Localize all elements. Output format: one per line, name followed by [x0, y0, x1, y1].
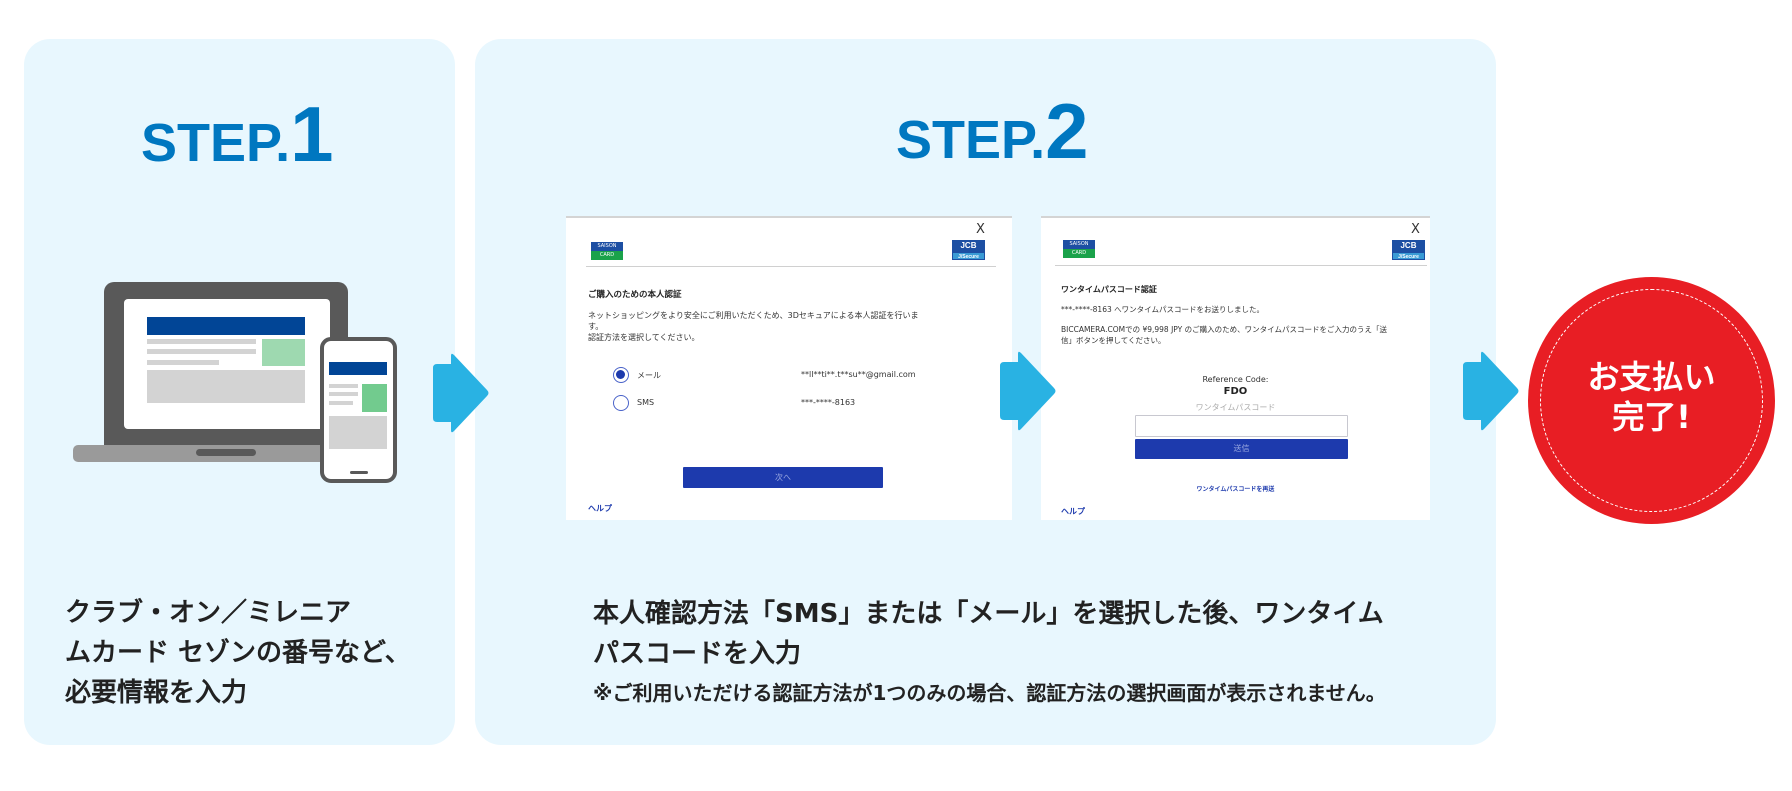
jcb-secure-logo: JCB J/Secure — [1392, 240, 1425, 260]
otp-instruction-line: BICCAMERA.COMでの ¥9,998 JPY のご購入のため、ワンタイム… — [1061, 325, 1387, 334]
step1-desc-line: ムカード セゾンの番号など、 — [65, 638, 411, 668]
step2-title: STEP.2 — [896, 92, 1088, 170]
auth-body: ネットショッピングをより安全にご利用いただくため、3Dセキュアによる本人認証を行… — [588, 310, 998, 343]
step1-desc-line: クラブ・オン／ミレニア — [65, 598, 352, 628]
phone-image-block — [362, 384, 387, 412]
radio-sms[interactable] — [613, 395, 629, 411]
step1-title-number: 1 — [290, 90, 334, 178]
option-value-email: **ll**ti**.t**su**@gmail.com — [801, 370, 916, 379]
step2-note: ※ご利用いただける認証方法が1つのみの場合、認証方法の選択画面が表示されません。 — [593, 681, 1386, 705]
reference-code-label: Reference Code: — [1202, 375, 1269, 384]
saison-logo-bottom: CARD — [1063, 249, 1095, 258]
step1-title-word: STEP. — [141, 113, 291, 173]
step2-title-word: STEP. — [896, 110, 1046, 170]
laptop-text-line — [147, 349, 256, 354]
laptop-text-line — [147, 339, 256, 344]
option-label-sms: SMS — [637, 398, 655, 407]
saison-card-logo: SAISON CARD — [1063, 240, 1095, 258]
payment-complete-text: お支払い 完了! — [1528, 357, 1775, 437]
arrow-right-icon — [433, 353, 489, 433]
phone-text-line — [329, 384, 358, 388]
otp-sent-message: ***-****-8163 へワンタイムパスコードをお送りしました。 — [1061, 305, 1264, 314]
jcb-logo-bottom: J/Secure — [952, 252, 985, 260]
help-link[interactable]: ヘルプ — [1061, 507, 1085, 516]
laptop-image-block — [262, 339, 305, 366]
otp-instruction-line: 信」ボタンを押してください。 — [1061, 336, 1166, 345]
saison-logo-bottom: CARD — [591, 251, 623, 260]
auth-heading: ご購入のための本人認証 — [588, 290, 682, 300]
submit-button[interactable]: 送信 — [1135, 439, 1348, 459]
next-button[interactable]: 次へ — [683, 467, 883, 488]
otp-field-label: ワンタイムパスコード — [1195, 403, 1276, 412]
close-icon[interactable]: X — [1411, 222, 1420, 237]
arrow-right-icon — [1000, 351, 1056, 431]
radio-email[interactable] — [613, 367, 629, 383]
arrow-right-icon — [1463, 351, 1519, 431]
jcb-logo-top: JCB — [1392, 240, 1425, 252]
help-link[interactable]: ヘルプ — [588, 504, 612, 513]
auth-body-line: 認証方法を選択してください。 — [588, 333, 700, 342]
complete-line1: お支払い — [1587, 358, 1716, 396]
step2-title-number: 2 — [1045, 87, 1089, 175]
saison-card-logo: SAISON CARD — [591, 242, 623, 260]
phone-header-bar — [329, 362, 387, 375]
jcb-logo-top: JCB — [952, 240, 985, 252]
laptop-header-bar — [147, 317, 305, 335]
resend-otp-link[interactable]: ワンタイムパスコードを再送 — [1196, 486, 1275, 493]
divider — [586, 266, 996, 267]
jcb-secure-logo: JCB J/Secure — [952, 240, 985, 260]
phone-text-line — [329, 401, 353, 405]
saison-logo-top: SAISON — [1063, 240, 1095, 249]
dashed-ring — [1540, 289, 1763, 512]
phone-home-bar — [350, 471, 368, 474]
complete-line2: 完了! — [1612, 398, 1691, 436]
step2-description: 本人確認方法「SMS」または「メール」を選択した後、ワンタイム パスコードを入力 — [593, 594, 1453, 674]
saison-logo-top: SAISON — [591, 242, 623, 251]
laptop-content-block — [147, 370, 305, 403]
payment-complete-badge: お支払い 完了! — [1528, 277, 1775, 524]
smartphone-icon — [320, 337, 397, 483]
otp-instruction: BICCAMERA.COMでの ¥9,998 JPY のご購入のため、ワンタイム… — [1061, 324, 1431, 346]
otp-heading: ワンタイムパスコード認証 — [1061, 285, 1157, 294]
jcb-logo-bottom: J/Secure — [1392, 252, 1425, 260]
laptop-notch — [196, 449, 256, 456]
auth-method-screen: X SAISON CARD JCB J/Secure ご購入のための本人認証 ネ… — [566, 216, 1012, 520]
divider — [1055, 265, 1427, 266]
reference-code-value: FDO — [1223, 386, 1248, 397]
close-icon[interactable]: X — [976, 222, 985, 237]
step2-desc-line: 本人確認方法「SMS」または「メール」を選択した後、ワンタイム — [593, 599, 1384, 629]
phone-content-block — [329, 416, 387, 449]
step1-title: STEP.1 — [141, 95, 333, 173]
auth-body-line: ネットショッピングをより安全にご利用いただくため、3Dセキュアによる本人認証を行… — [588, 311, 919, 320]
otp-input[interactable] — [1135, 415, 1348, 437]
step1-description: クラブ・オン／ミレニア ムカード セゾンの番号など、 必要情報を入力 — [65, 593, 445, 713]
option-label-email: メール — [637, 371, 661, 380]
option-value-sms: ***-****-8163 — [801, 398, 856, 407]
auth-body-line: す。 — [588, 322, 604, 331]
step2-desc-line: パスコードを入力 — [593, 639, 802, 669]
step1-desc-line: 必要情報を入力 — [65, 678, 248, 708]
phone-text-line — [329, 392, 358, 396]
laptop-text-line — [147, 360, 219, 365]
otp-screen: X SAISON CARD JCB J/Secure ワンタイムパスコード認証 … — [1041, 216, 1430, 520]
